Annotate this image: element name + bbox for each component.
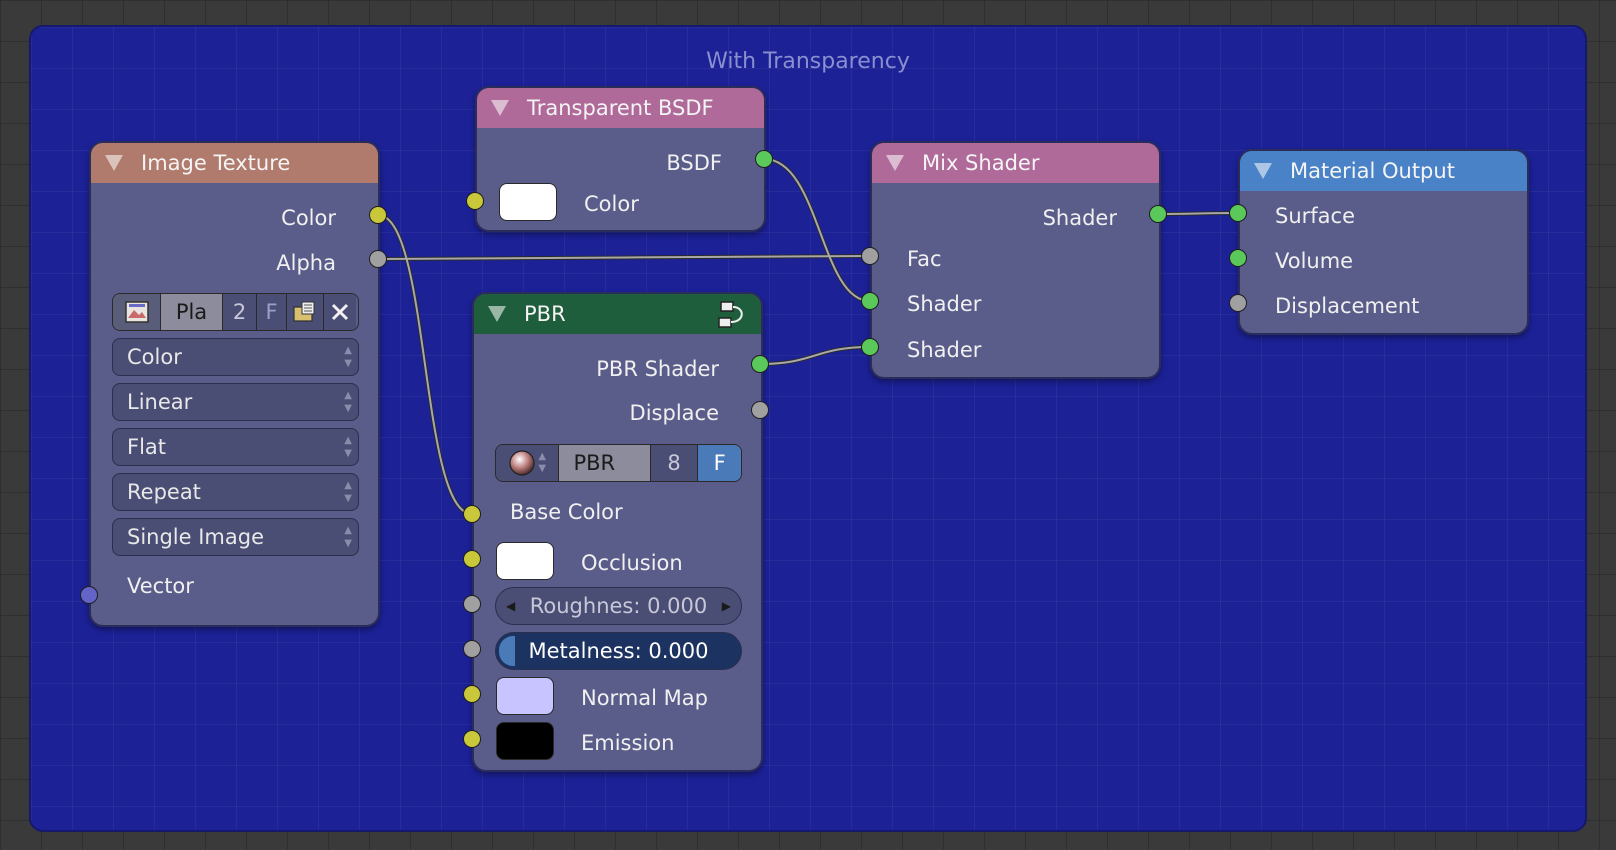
normal-map-swatch[interactable]	[496, 677, 554, 715]
surface-input-socket[interactable]	[1229, 204, 1247, 222]
emission-swatch[interactable]	[496, 722, 554, 760]
updown-arrows-icon: ▲▼	[344, 345, 352, 369]
node-title: PBR	[524, 302, 566, 326]
input-color-label: Color	[584, 192, 639, 216]
pbr-displace-output-socket[interactable]	[751, 401, 769, 419]
output-displace-label: Displace	[629, 401, 719, 425]
collapse-triangle-icon[interactable]	[1254, 163, 1272, 179]
dropdown-value: Linear	[127, 390, 193, 414]
mix-shader-header[interactable]: Mix Shader	[872, 143, 1159, 183]
volume-input-socket[interactable]	[1229, 249, 1247, 267]
frame-label: With Transparency	[706, 49, 910, 74]
pbr-header[interactable]: PBR	[474, 294, 761, 334]
image-alpha-output-socket[interactable]	[369, 250, 387, 268]
left-arrow-icon[interactable]: ◀	[506, 599, 516, 613]
close-icon[interactable]	[324, 294, 356, 330]
pbr-base-color-input-socket[interactable]	[463, 505, 481, 523]
input-vector-label: Vector	[127, 574, 194, 598]
group-link-icon[interactable]	[717, 300, 747, 335]
input-occlusion-label: Occlusion	[581, 551, 683, 575]
dropdown-value: Single Image	[127, 525, 265, 549]
input-fac-label: Fac	[907, 247, 942, 271]
collapse-triangle-icon[interactable]	[491, 100, 509, 116]
pbr-shader-output-socket[interactable]	[751, 355, 769, 373]
dropdown-value: Repeat	[127, 480, 201, 504]
color-space-dropdown[interactable]: Color ▲▼	[112, 338, 359, 376]
mix-fac-input-socket[interactable]	[861, 247, 879, 265]
input-volume-label: Volume	[1275, 249, 1354, 273]
mix-shader1-input-socket[interactable]	[861, 292, 879, 310]
collapse-triangle-icon[interactable]	[488, 306, 506, 322]
node-title: Transparent BSDF	[527, 96, 714, 120]
roughness-value: Roughnes: 0.000	[529, 594, 708, 618]
pbr-emission-input-socket[interactable]	[463, 730, 481, 748]
group-fake-user-toggle[interactable]: F	[698, 445, 741, 481]
input-shader1-label: Shader	[907, 292, 982, 316]
metalness-slider[interactable]: Metalness: 0.000	[495, 632, 742, 670]
transparent-bsdf-header[interactable]: Transparent BSDF	[477, 88, 764, 128]
updown-arrows-icon: ▲▼	[344, 390, 352, 414]
collapse-triangle-icon[interactable]	[886, 155, 904, 171]
extension-dropdown[interactable]: Repeat ▲▼	[112, 473, 359, 511]
updown-arrows-icon: ▲▼	[344, 480, 352, 504]
interpolation-dropdown[interactable]: Linear ▲▼	[112, 383, 359, 421]
input-normal-map-label: Normal Map	[581, 686, 708, 710]
group-name-field[interactable]: PBR	[559, 445, 651, 481]
image-vector-input-socket[interactable]	[80, 586, 98, 604]
projection-dropdown[interactable]: Flat ▲▼	[112, 428, 359, 466]
occlusion-swatch[interactable]	[496, 542, 554, 580]
group-users-count[interactable]: 8	[650, 445, 699, 481]
updown-arrows-icon: ▲▼	[344, 525, 352, 549]
output-alpha-label: Alpha	[276, 251, 336, 275]
output-bsdf-label: BSDF	[666, 151, 722, 175]
node-group-datablock[interactable]: ▲▼ PBR 8 F	[495, 444, 742, 482]
bsdf-color-input-socket[interactable]	[466, 192, 484, 210]
metalness-value: Metalness: 0.000	[528, 639, 709, 663]
image-datablock[interactable]: Pla 2 F	[112, 293, 359, 331]
material-output-header[interactable]: Material Output	[1240, 151, 1527, 191]
image-fake-user-toggle[interactable]: F	[257, 294, 287, 330]
image-users-count[interactable]: 2	[223, 294, 257, 330]
node-title: Image Texture	[141, 151, 291, 175]
material-output-node[interactable]: Material Output Surface Volume Displacem…	[1238, 149, 1529, 335]
input-surface-label: Surface	[1275, 204, 1356, 228]
open-file-icon[interactable]	[287, 294, 324, 330]
slider-fill	[499, 636, 515, 666]
image-texture-node[interactable]: Image Texture Color Alpha Pla 2 F Color …	[89, 141, 380, 627]
transparent-bsdf-node[interactable]: Transparent BSDF BSDF Color	[475, 86, 766, 232]
output-color-label: Color	[281, 206, 336, 230]
material-ball-icon[interactable]: ▲▼	[496, 445, 560, 481]
source-dropdown[interactable]: Single Image ▲▼	[112, 518, 359, 556]
pbr-normal-map-input-socket[interactable]	[463, 685, 481, 703]
input-displacement-label: Displacement	[1275, 294, 1420, 318]
right-arrow-icon[interactable]: ▶	[721, 599, 731, 613]
roughness-slider[interactable]: ◀ Roughnes: 0.000 ▶	[495, 587, 742, 625]
image-color-output-socket[interactable]	[369, 206, 387, 224]
pbr-metalness-input-socket[interactable]	[463, 640, 481, 658]
dropdown-value: Color	[127, 345, 182, 369]
node-title: Material Output	[1290, 159, 1455, 183]
mix-shader-node[interactable]: Mix Shader Shader Fac Shader Shader	[870, 141, 1161, 379]
mix-shader2-input-socket[interactable]	[861, 338, 879, 356]
image-icon[interactable]	[113, 294, 161, 330]
output-shader-label: Shader	[1042, 206, 1117, 230]
output-pbr-shader-label: PBR Shader	[596, 357, 719, 381]
bsdf-output-socket[interactable]	[755, 150, 773, 168]
node-title: Mix Shader	[922, 151, 1040, 175]
input-shader2-label: Shader	[907, 338, 982, 362]
pbr-occlusion-input-socket[interactable]	[463, 550, 481, 568]
image-texture-header[interactable]: Image Texture	[91, 143, 378, 183]
displacement-input-socket[interactable]	[1229, 294, 1247, 312]
color-swatch[interactable]	[499, 183, 557, 221]
pbr-roughness-input-socket[interactable]	[463, 595, 481, 613]
dropdown-value: Flat	[127, 435, 167, 459]
image-name-field[interactable]: Pla	[161, 294, 223, 330]
mix-shader-output-socket[interactable]	[1149, 205, 1167, 223]
input-emission-label: Emission	[581, 731, 675, 755]
pbr-group-node[interactable]: PBR PBR Shader Displace ▲▼ PBR 8 F Base …	[472, 292, 763, 772]
collapse-triangle-icon[interactable]	[105, 155, 123, 171]
updown-arrows-icon: ▲▼	[344, 435, 352, 459]
input-base-color-label: Base Color	[510, 500, 623, 524]
